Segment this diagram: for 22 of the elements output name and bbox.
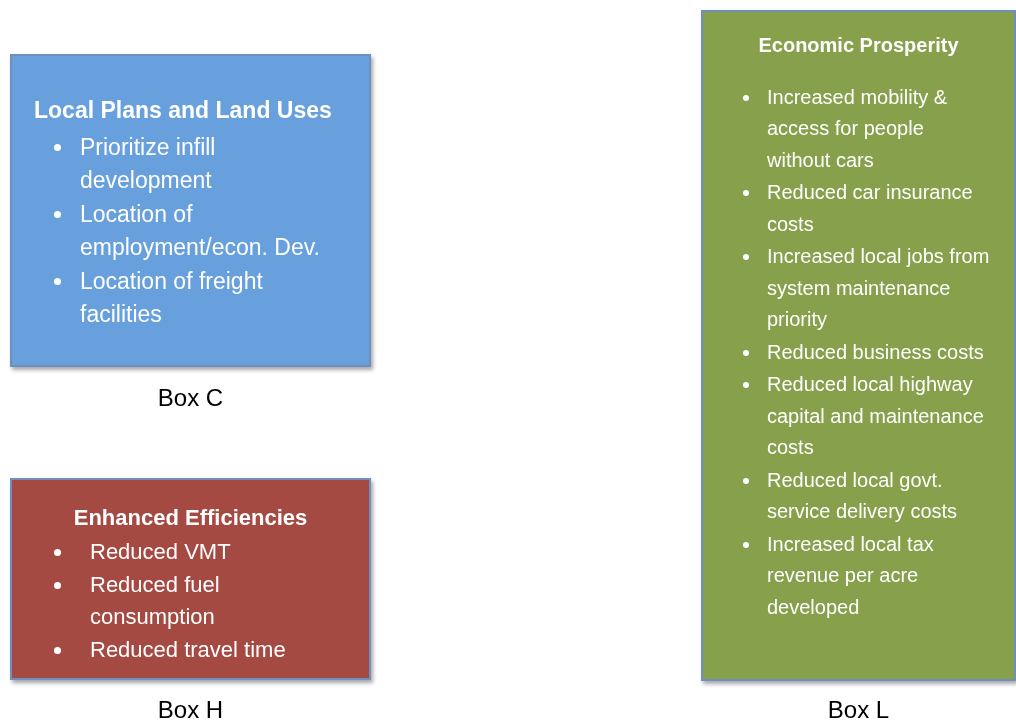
bullet-item: Location of freight facilities	[80, 267, 264, 329]
box-caption: Box H	[156, 696, 225, 724]
info-box	[701, 10, 1016, 681]
bullet-item: Increased local jobs from system maintenance priority	[767, 244, 991, 332]
bullet-item: Reduced business costs	[767, 339, 985, 365]
bullet-item: Reduced car insurance costs	[767, 180, 974, 237]
bullet-item: Increased mobility & access for people without cars	[767, 84, 949, 173]
bullet-item: Reduced local highway capital and maintenance costs	[767, 372, 985, 460]
bullet-item: Increased local tax revenue per acre developed	[767, 531, 935, 620]
bullet-item: Prioritize infill development	[80, 133, 217, 195]
bullet-item: Location of employment/econ. Dev.	[80, 200, 321, 262]
box-heading: Economic Prosperity	[757, 33, 960, 58]
box-heading: Local Plans and Land Uses	[34, 96, 333, 125]
bullet-item: Reduced travel time	[90, 636, 287, 664]
bullet-item: Reduced local govt. service delivery costs	[767, 467, 959, 524]
info-box	[10, 54, 371, 367]
info-box	[10, 478, 371, 680]
box-heading: Enhanced Efficiencies	[72, 504, 309, 532]
box-caption: Box C	[156, 384, 225, 412]
bullet-item: Reduced fuel consumption	[90, 571, 221, 631]
box-caption: Box L	[826, 696, 891, 724]
bullet-item: Reduced VMT	[90, 538, 232, 566]
